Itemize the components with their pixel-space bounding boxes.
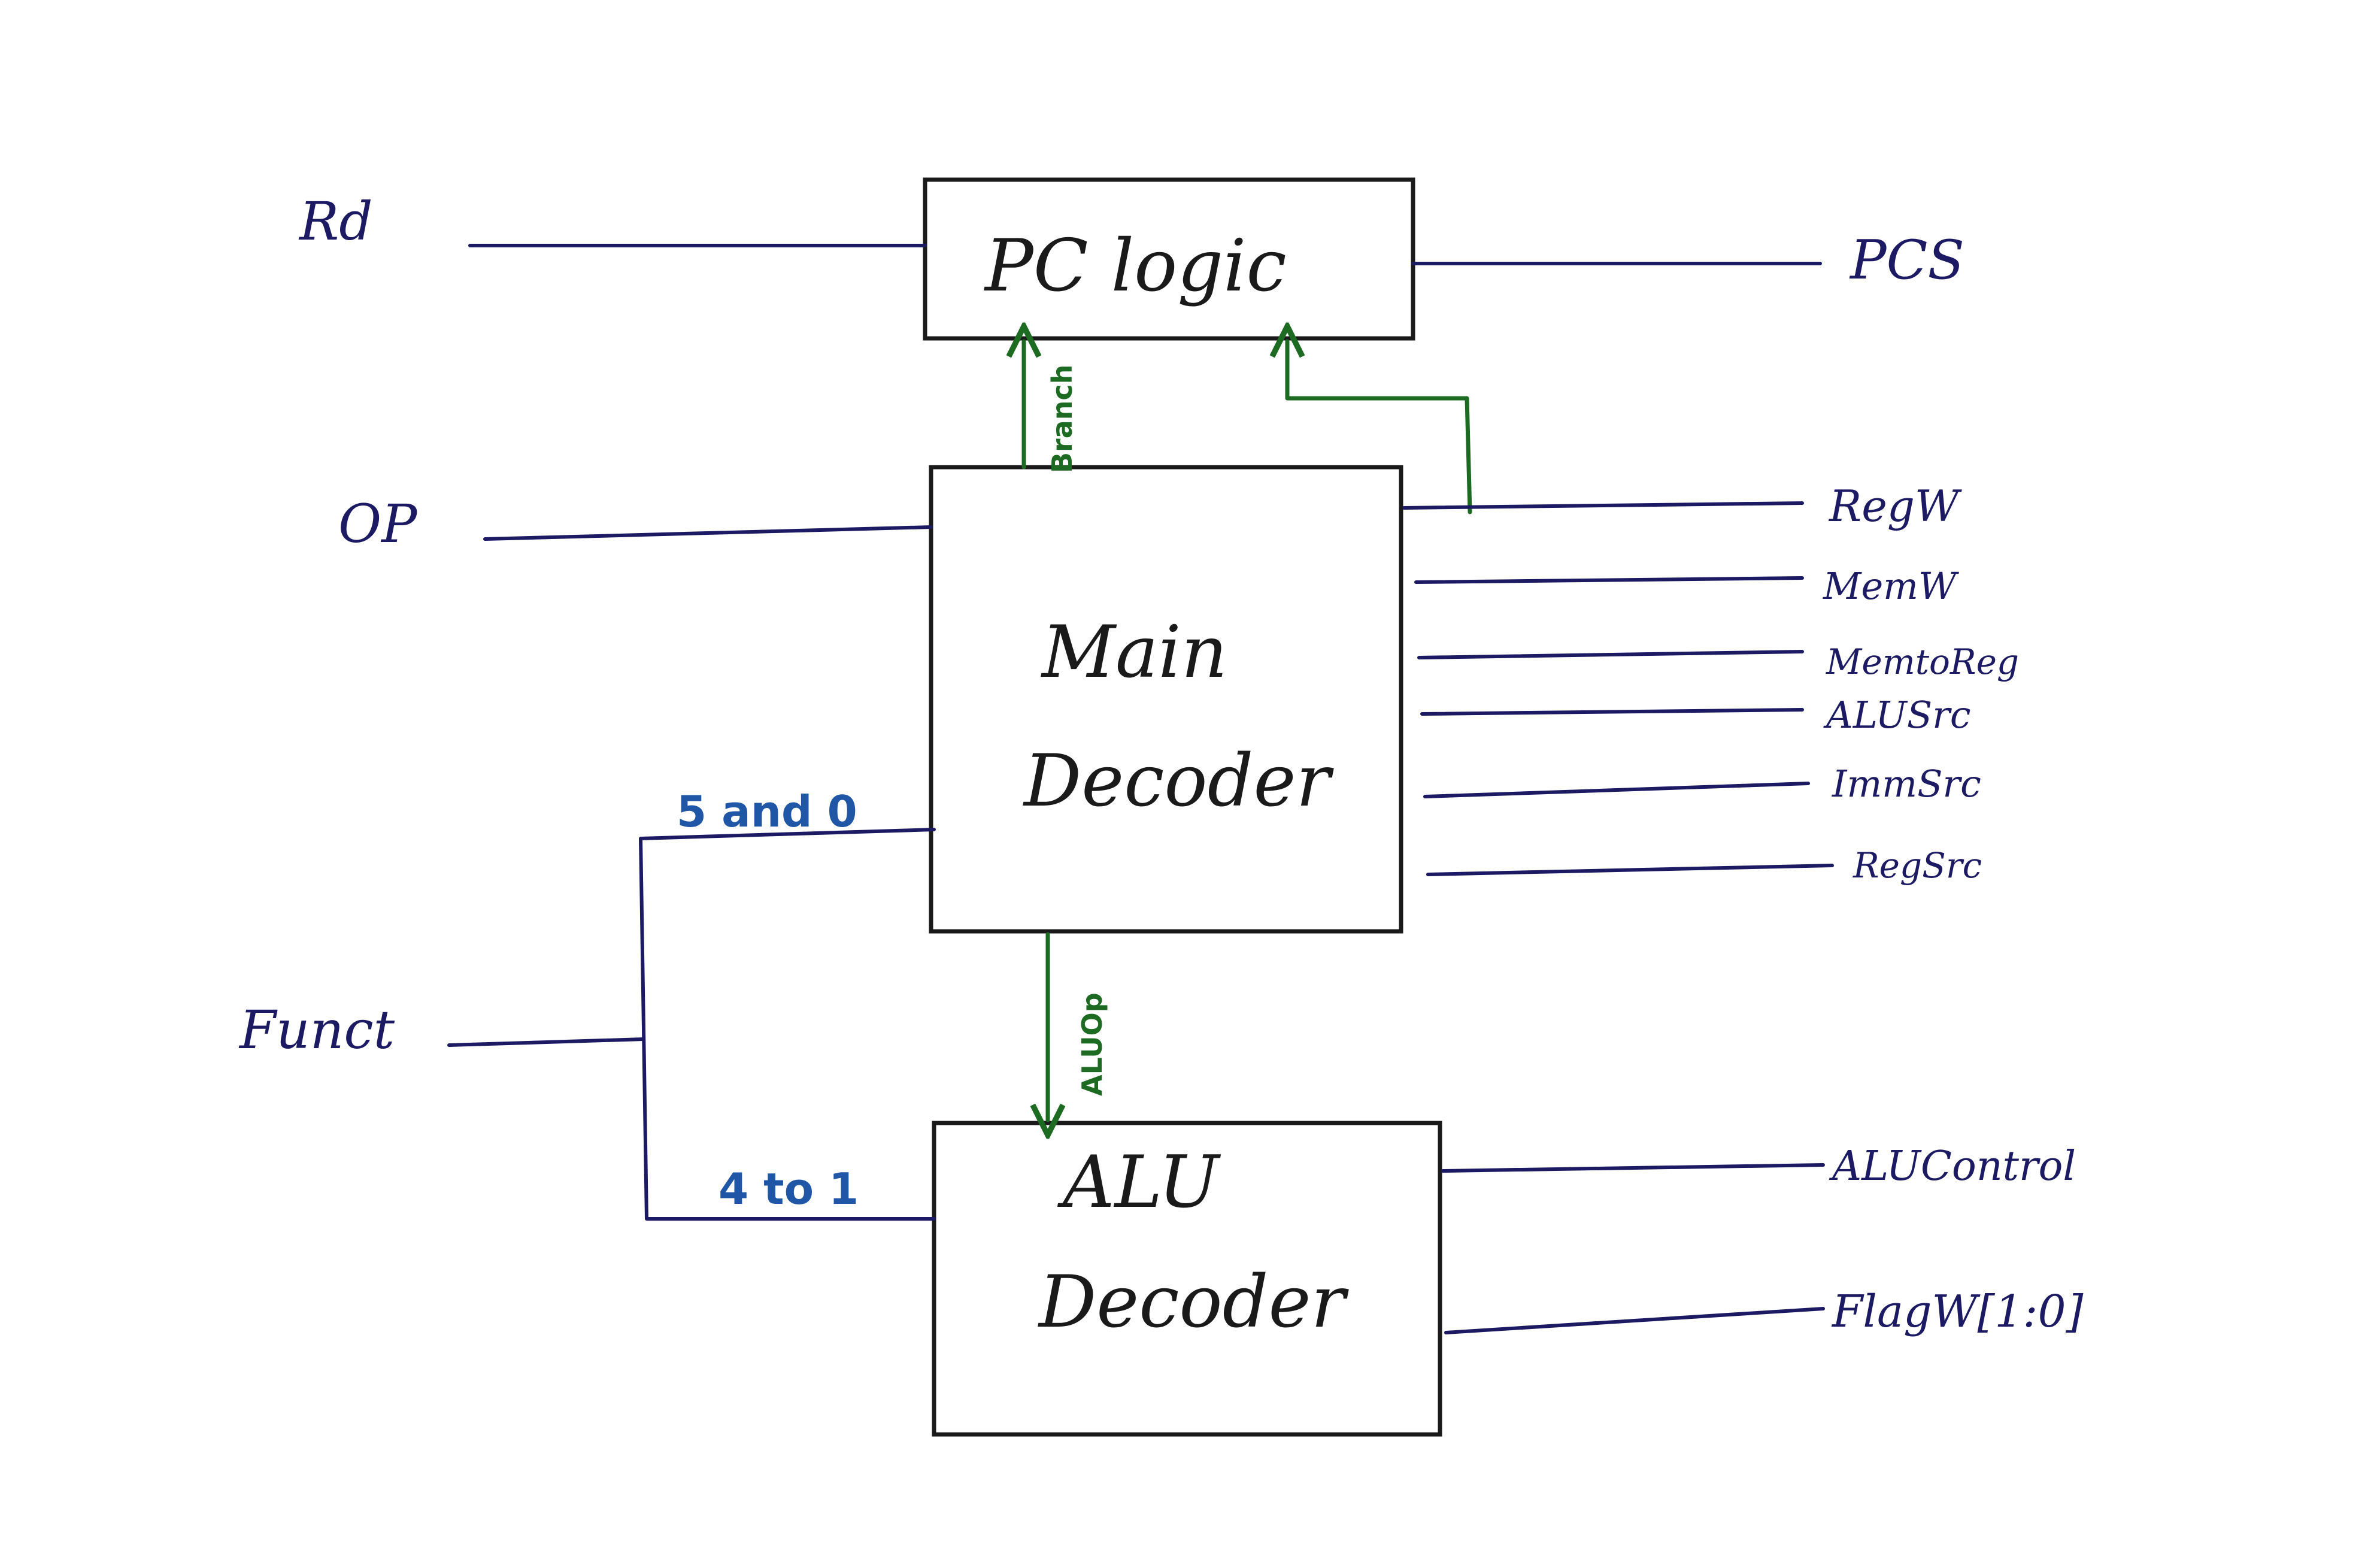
regsrc-wire [1426,864,1834,876]
alu-decoder-label-line2: Decoder [1038,1261,1350,1344]
regw-wire [1402,501,1804,510]
memtoreg-label: MemtoReg [1826,641,2019,682]
regsrc-label: RegSrc [1853,845,1982,886]
op-wire [483,525,933,541]
immsrc-wire [1423,782,1810,798]
funct-label: Funct [238,999,395,1061]
alusrc-wire [1420,708,1804,716]
alu-decoder-block [932,1121,1442,1437]
funct-split-wire [639,828,936,1221]
alu-decoder-label-line1: ALU [1057,1141,1221,1224]
flagw-label: FlagW[1:0] [1831,1286,2084,1337]
memtoreg-wire [1417,650,1804,659]
aluop-label: ALUOp [1076,992,1108,1096]
immsrc-label: ImmSrc [1832,762,1981,806]
memw-label: MemW [1823,564,1959,608]
pcs-label: PCS [1849,229,1964,292]
regw-label: RegW [1828,481,1962,531]
rd-label: Rd [298,190,373,252]
flagw-wire [1444,1307,1825,1334]
pc-logic-block [923,177,1415,341]
bits-upper-label: 5 and 0 [677,786,857,837]
alusrc-label: ALUSrc [1823,693,1971,737]
bits-lower-label: 4 to 1 [718,1164,859,1214]
alucontrol-label: ALUControl [1829,1143,2076,1190]
main-decoder-label-line2: Decoder [1023,740,1335,823]
pc-logic-label: PC logic [984,225,1287,308]
alucontrol-wire [1441,1163,1825,1173]
main-decoder-label-line1: Main [1041,611,1227,694]
branch-label: Branch [1046,364,1078,473]
regw-to-pc-logic-arrow [1287,341,1472,514]
memw-wire [1414,576,1804,584]
main-decoder-block [929,465,1403,934]
op-label: OP [338,493,418,555]
funct-wire [447,1037,645,1047]
